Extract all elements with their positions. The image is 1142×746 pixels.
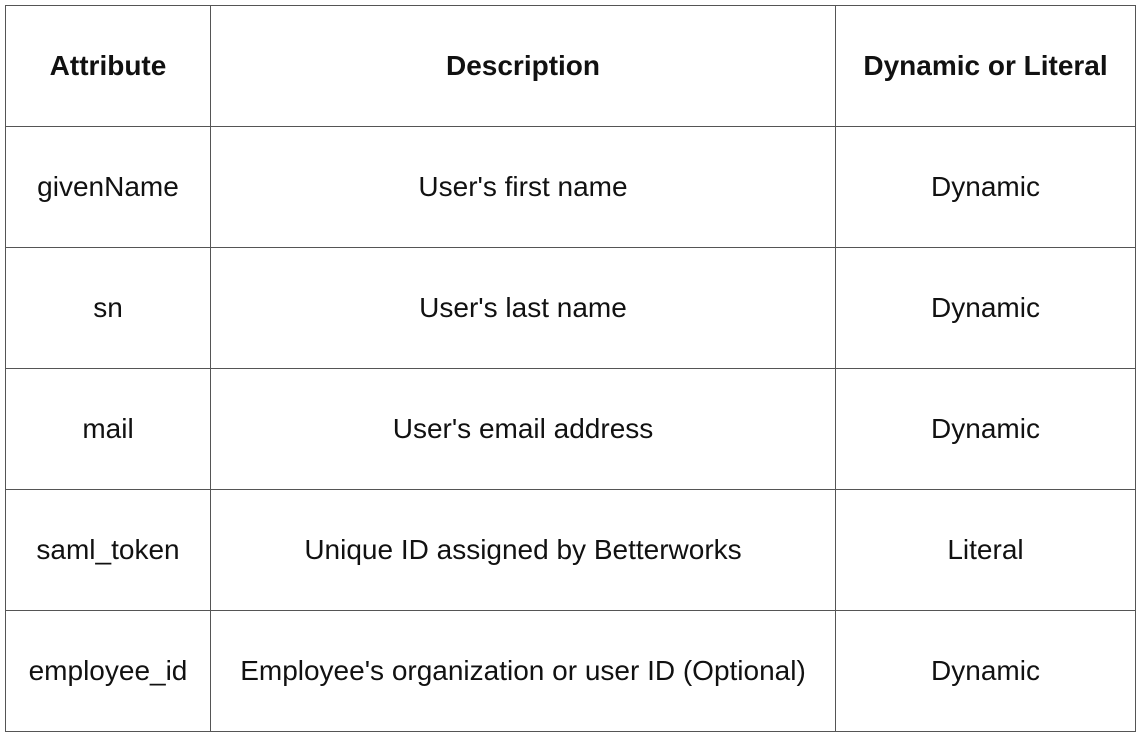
header-description: Description bbox=[210, 5, 836, 127]
cell-description: Employee's organization or user ID (Opti… bbox=[210, 610, 836, 732]
cell-description: User's email address bbox=[210, 368, 836, 490]
header-dynamic-or-literal: Dynamic or Literal bbox=[835, 5, 1136, 127]
cell-attribute: givenName bbox=[5, 126, 211, 248]
cell-description: Unique ID assigned by Betterworks bbox=[210, 489, 836, 611]
table-row: saml_token Unique ID assigned by Betterw… bbox=[5, 489, 1136, 611]
cell-attribute: employee_id bbox=[5, 610, 211, 732]
table-row: mail User's email address Dynamic bbox=[5, 368, 1136, 490]
cell-attribute: saml_token bbox=[5, 489, 211, 611]
header-attribute: Attribute bbox=[5, 5, 211, 127]
cell-type: Dynamic bbox=[835, 368, 1136, 490]
cell-type: Literal bbox=[835, 489, 1136, 611]
header-row: Attribute Description Dynamic or Literal bbox=[5, 5, 1136, 127]
table-header: Attribute Description Dynamic or Literal bbox=[5, 5, 1136, 127]
cell-type: Dynamic bbox=[835, 126, 1136, 248]
table-row: employee_id Employee's organization or u… bbox=[5, 610, 1136, 732]
cell-attribute: sn bbox=[5, 247, 211, 369]
cell-description: User's first name bbox=[210, 126, 836, 248]
table-body: givenName User's first name Dynamic sn U… bbox=[5, 126, 1136, 732]
attribute-table: Attribute Description Dynamic or Literal… bbox=[5, 5, 1136, 732]
cell-type: Dynamic bbox=[835, 610, 1136, 732]
cell-description: User's last name bbox=[210, 247, 836, 369]
table-row: givenName User's first name Dynamic bbox=[5, 126, 1136, 248]
table-row: sn User's last name Dynamic bbox=[5, 247, 1136, 369]
cell-type: Dynamic bbox=[835, 247, 1136, 369]
cell-attribute: mail bbox=[5, 368, 211, 490]
